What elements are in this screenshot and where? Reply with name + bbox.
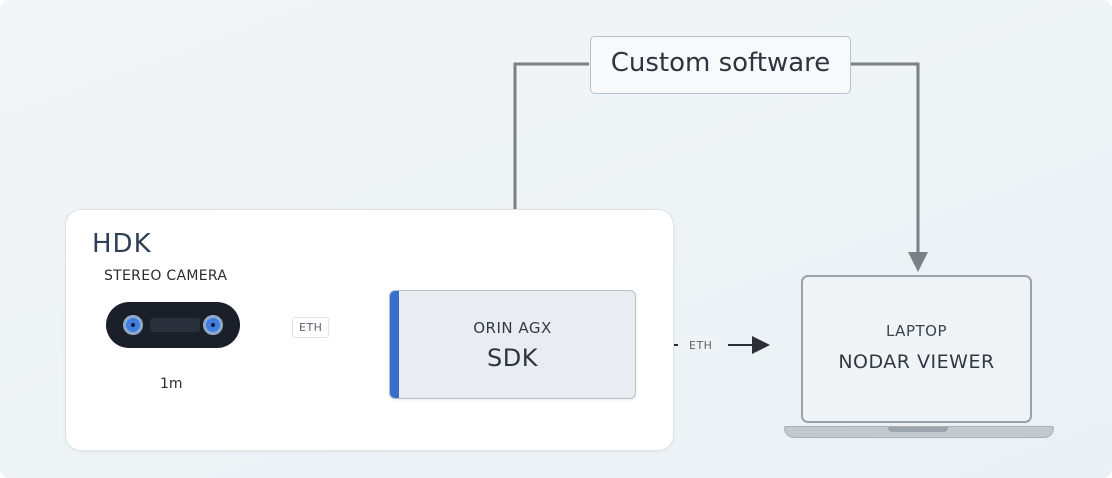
arrowhead-software-to-laptop — [908, 252, 928, 272]
laptop-software: NODAR VIEWER — [838, 351, 995, 373]
orin-agx-node — [389, 290, 636, 399]
custom-software-label: Custom software — [610, 48, 831, 78]
stereo-camera-label: STEREO CAMERA — [104, 268, 228, 284]
custom-software-node — [590, 36, 851, 94]
camera-left-lens-icon — [123, 315, 143, 335]
camera-right-lens-icon — [203, 315, 223, 335]
orin-software: SDK — [487, 344, 538, 372]
software-to-orin-connector — [513, 62, 589, 268]
eth-label-orin-laptop: ETH — [683, 336, 719, 355]
laptop-icon — [801, 275, 1032, 423]
baseline-label: 1m — [160, 376, 183, 392]
camera-center-slot — [150, 318, 200, 332]
orin-title: ORIN AGX — [473, 319, 552, 337]
eth-label-camera-orin: ETH — [292, 317, 330, 338]
laptop-title: LAPTOP — [885, 322, 948, 340]
laptop-notch — [888, 427, 948, 432]
orin-accent-bar — [390, 291, 399, 398]
hdk-title: HDK — [92, 229, 152, 259]
software-to-laptop-connector — [850, 62, 920, 254]
arrowhead-to-laptop — [752, 336, 770, 354]
